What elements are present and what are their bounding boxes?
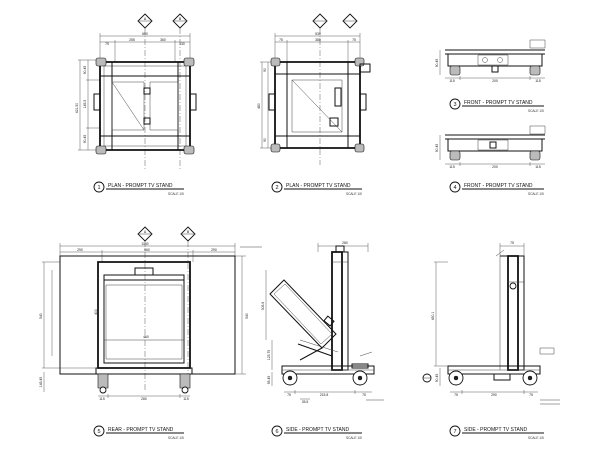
svg-text:SCALE 1/5: SCALE 1/5: [168, 192, 184, 196]
svg-text:B: B: [187, 230, 190, 234]
svg-text:75: 75: [529, 393, 533, 397]
section-marker-5a: A: [138, 227, 152, 241]
svg-text:145.45: 145.45: [39, 377, 43, 387]
svg-text:115: 115: [535, 79, 541, 83]
view-6-side: 280 306.6 125.75 95.45 75 215.8: [261, 241, 384, 440]
svg-text:540: 540: [245, 313, 249, 319]
svg-text:3: 3: [453, 102, 456, 108]
svg-text:6: 6: [275, 429, 278, 435]
svg-text:1140: 1140: [141, 242, 148, 246]
svg-text:400: 400: [94, 309, 98, 315]
svg-text:PLAN - PROMPT TV STAND: PLAN - PROMPT TV STAND: [286, 183, 351, 189]
svg-text:421.50: 421.50: [75, 103, 79, 113]
view-4-front: 115 200 115 90.45 4 FRONT - PROMPT TV ST…: [435, 126, 545, 196]
svg-text:380: 380: [315, 38, 321, 42]
svg-text:115: 115: [99, 397, 105, 401]
svg-text:FRONT - PROMPT TV STAND: FRONT - PROMPT TV STAND: [464, 100, 533, 106]
svg-text:306.6: 306.6: [261, 302, 265, 311]
section-marker-2a: [313, 14, 327, 28]
svg-text:REAR - PROMPT TV STAND: REAR - PROMPT TV STAND: [108, 427, 174, 433]
svg-text:115: 115: [449, 165, 455, 169]
svg-text:290: 290: [77, 248, 83, 252]
svg-text:5: 5: [97, 429, 100, 435]
svg-text:75: 75: [287, 393, 291, 397]
svg-text:75: 75: [454, 393, 458, 397]
svg-text:280: 280: [342, 241, 348, 245]
svg-text:75: 75: [105, 42, 109, 46]
section-marker-2b: [343, 14, 357, 28]
svg-text:90.45: 90.45: [83, 135, 87, 144]
view-5-rear: A B 1140 290 560 290 400 460: [39, 227, 262, 440]
svg-text:130: 130: [179, 42, 185, 46]
section-marker-b: B: [173, 14, 187, 28]
view-7-title: 7 SIDE - PROMPT TV STAND SCALE 1/5: [450, 426, 544, 440]
svg-text:75: 75: [352, 38, 356, 42]
view-3-front: 115 200 115 90.45 3 FRONT - PROMPT TV ST…: [435, 40, 545, 113]
svg-text:115: 115: [449, 79, 455, 83]
svg-text:SIDE - PROMPT TV STAND: SIDE - PROMPT TV STAND: [286, 427, 349, 433]
view-3-title: 3 FRONT - PROMPT TV STAND SCALE 1/5: [450, 99, 544, 113]
svg-text:SCALE 1/5: SCALE 1/5: [528, 109, 544, 113]
svg-text:115: 115: [535, 165, 541, 169]
svg-text:PLAN - PROMPT TV STAND: PLAN - PROMPT TV STAND: [108, 183, 173, 189]
view-6-title: 6 SIDE - PROMPT TV STAND SCALE 1/5: [272, 426, 362, 440]
svg-text:A: A: [144, 230, 147, 234]
svg-text:90: 90: [263, 68, 267, 72]
view-1-plan: A B 680 255 360 75 130 421.50 90.45 145.…: [75, 14, 196, 196]
svg-text:90.45: 90.45: [435, 144, 439, 153]
svg-text:FRONT - PROMPT TV STAND: FRONT - PROMPT TV STAND: [464, 183, 533, 189]
svg-text:1: 1: [97, 185, 100, 191]
svg-text:7: 7: [453, 429, 456, 435]
svg-text:75: 75: [362, 393, 366, 397]
svg-text:90.45: 90.45: [83, 66, 87, 75]
svg-text:SCALE 1/5: SCALE 1/5: [346, 192, 362, 196]
svg-text:145.5: 145.5: [83, 100, 87, 109]
svg-text:75: 75: [279, 38, 283, 42]
svg-text:280: 280: [141, 397, 147, 401]
svg-text:200: 200: [492, 165, 498, 169]
svg-text:75: 75: [510, 241, 514, 245]
svg-text:4: 4: [453, 185, 456, 191]
svg-text:680: 680: [142, 32, 148, 36]
svg-text:560: 560: [144, 248, 150, 252]
view-1-title: 1 PLAN - PROMPT TV STAND SCALE 1/5: [94, 182, 184, 196]
svg-text:2: 2: [275, 185, 278, 191]
svg-text:95.45: 95.45: [267, 376, 271, 385]
svg-text:540: 540: [39, 313, 43, 319]
view-2-plan: 530 75 380 75 480 90 90 2 PLAN - PROMPT …: [257, 14, 370, 196]
svg-text:90.45: 90.45: [435, 374, 439, 383]
svg-text:SIDE - PROMPT TV STAND: SIDE - PROMPT TV STAND: [464, 427, 527, 433]
svg-text:SCALE 1/5: SCALE 1/5: [168, 436, 184, 440]
svg-text:360: 360: [160, 38, 166, 42]
view-2-title: 2 PLAN - PROMPT TV STAND SCALE 1/5: [272, 182, 362, 196]
svg-text:A: A: [144, 17, 147, 21]
view-4-title: 4 FRONT - PROMPT TV STAND SCALE 1/5: [450, 182, 544, 196]
svg-text:SCALE 1/5: SCALE 1/5: [528, 192, 544, 196]
svg-text:480: 480: [257, 103, 261, 109]
svg-text:B: B: [179, 17, 182, 21]
svg-text:SCALE 1/5: SCALE 1/5: [528, 436, 544, 440]
svg-text:530: 530: [315, 32, 321, 36]
svg-text:SCALE 1/5: SCALE 1/5: [346, 436, 362, 440]
svg-text:460: 460: [143, 335, 149, 339]
svg-text:215.8: 215.8: [320, 393, 329, 397]
svg-text:200: 200: [492, 79, 498, 83]
svg-text:290: 290: [491, 393, 497, 397]
view-7-side: 75 450.1 90.45 75 290 75: [423, 241, 560, 440]
svg-text:125.75: 125.75: [267, 350, 271, 360]
section-marker-a: A: [138, 14, 152, 28]
view-5-title: 5 REAR - PROMPT TV STAND SCALE 1/5: [94, 426, 184, 440]
svg-text:450.1: 450.1: [431, 312, 435, 321]
svg-text:290: 290: [211, 248, 217, 252]
svg-text:90.45: 90.45: [435, 59, 439, 68]
svg-text:115: 115: [183, 397, 189, 401]
svg-text:90: 90: [263, 138, 267, 142]
svg-text:255: 255: [129, 38, 135, 42]
section-marker-5b: B: [181, 227, 195, 241]
svg-text:35.5: 35.5: [302, 400, 309, 404]
